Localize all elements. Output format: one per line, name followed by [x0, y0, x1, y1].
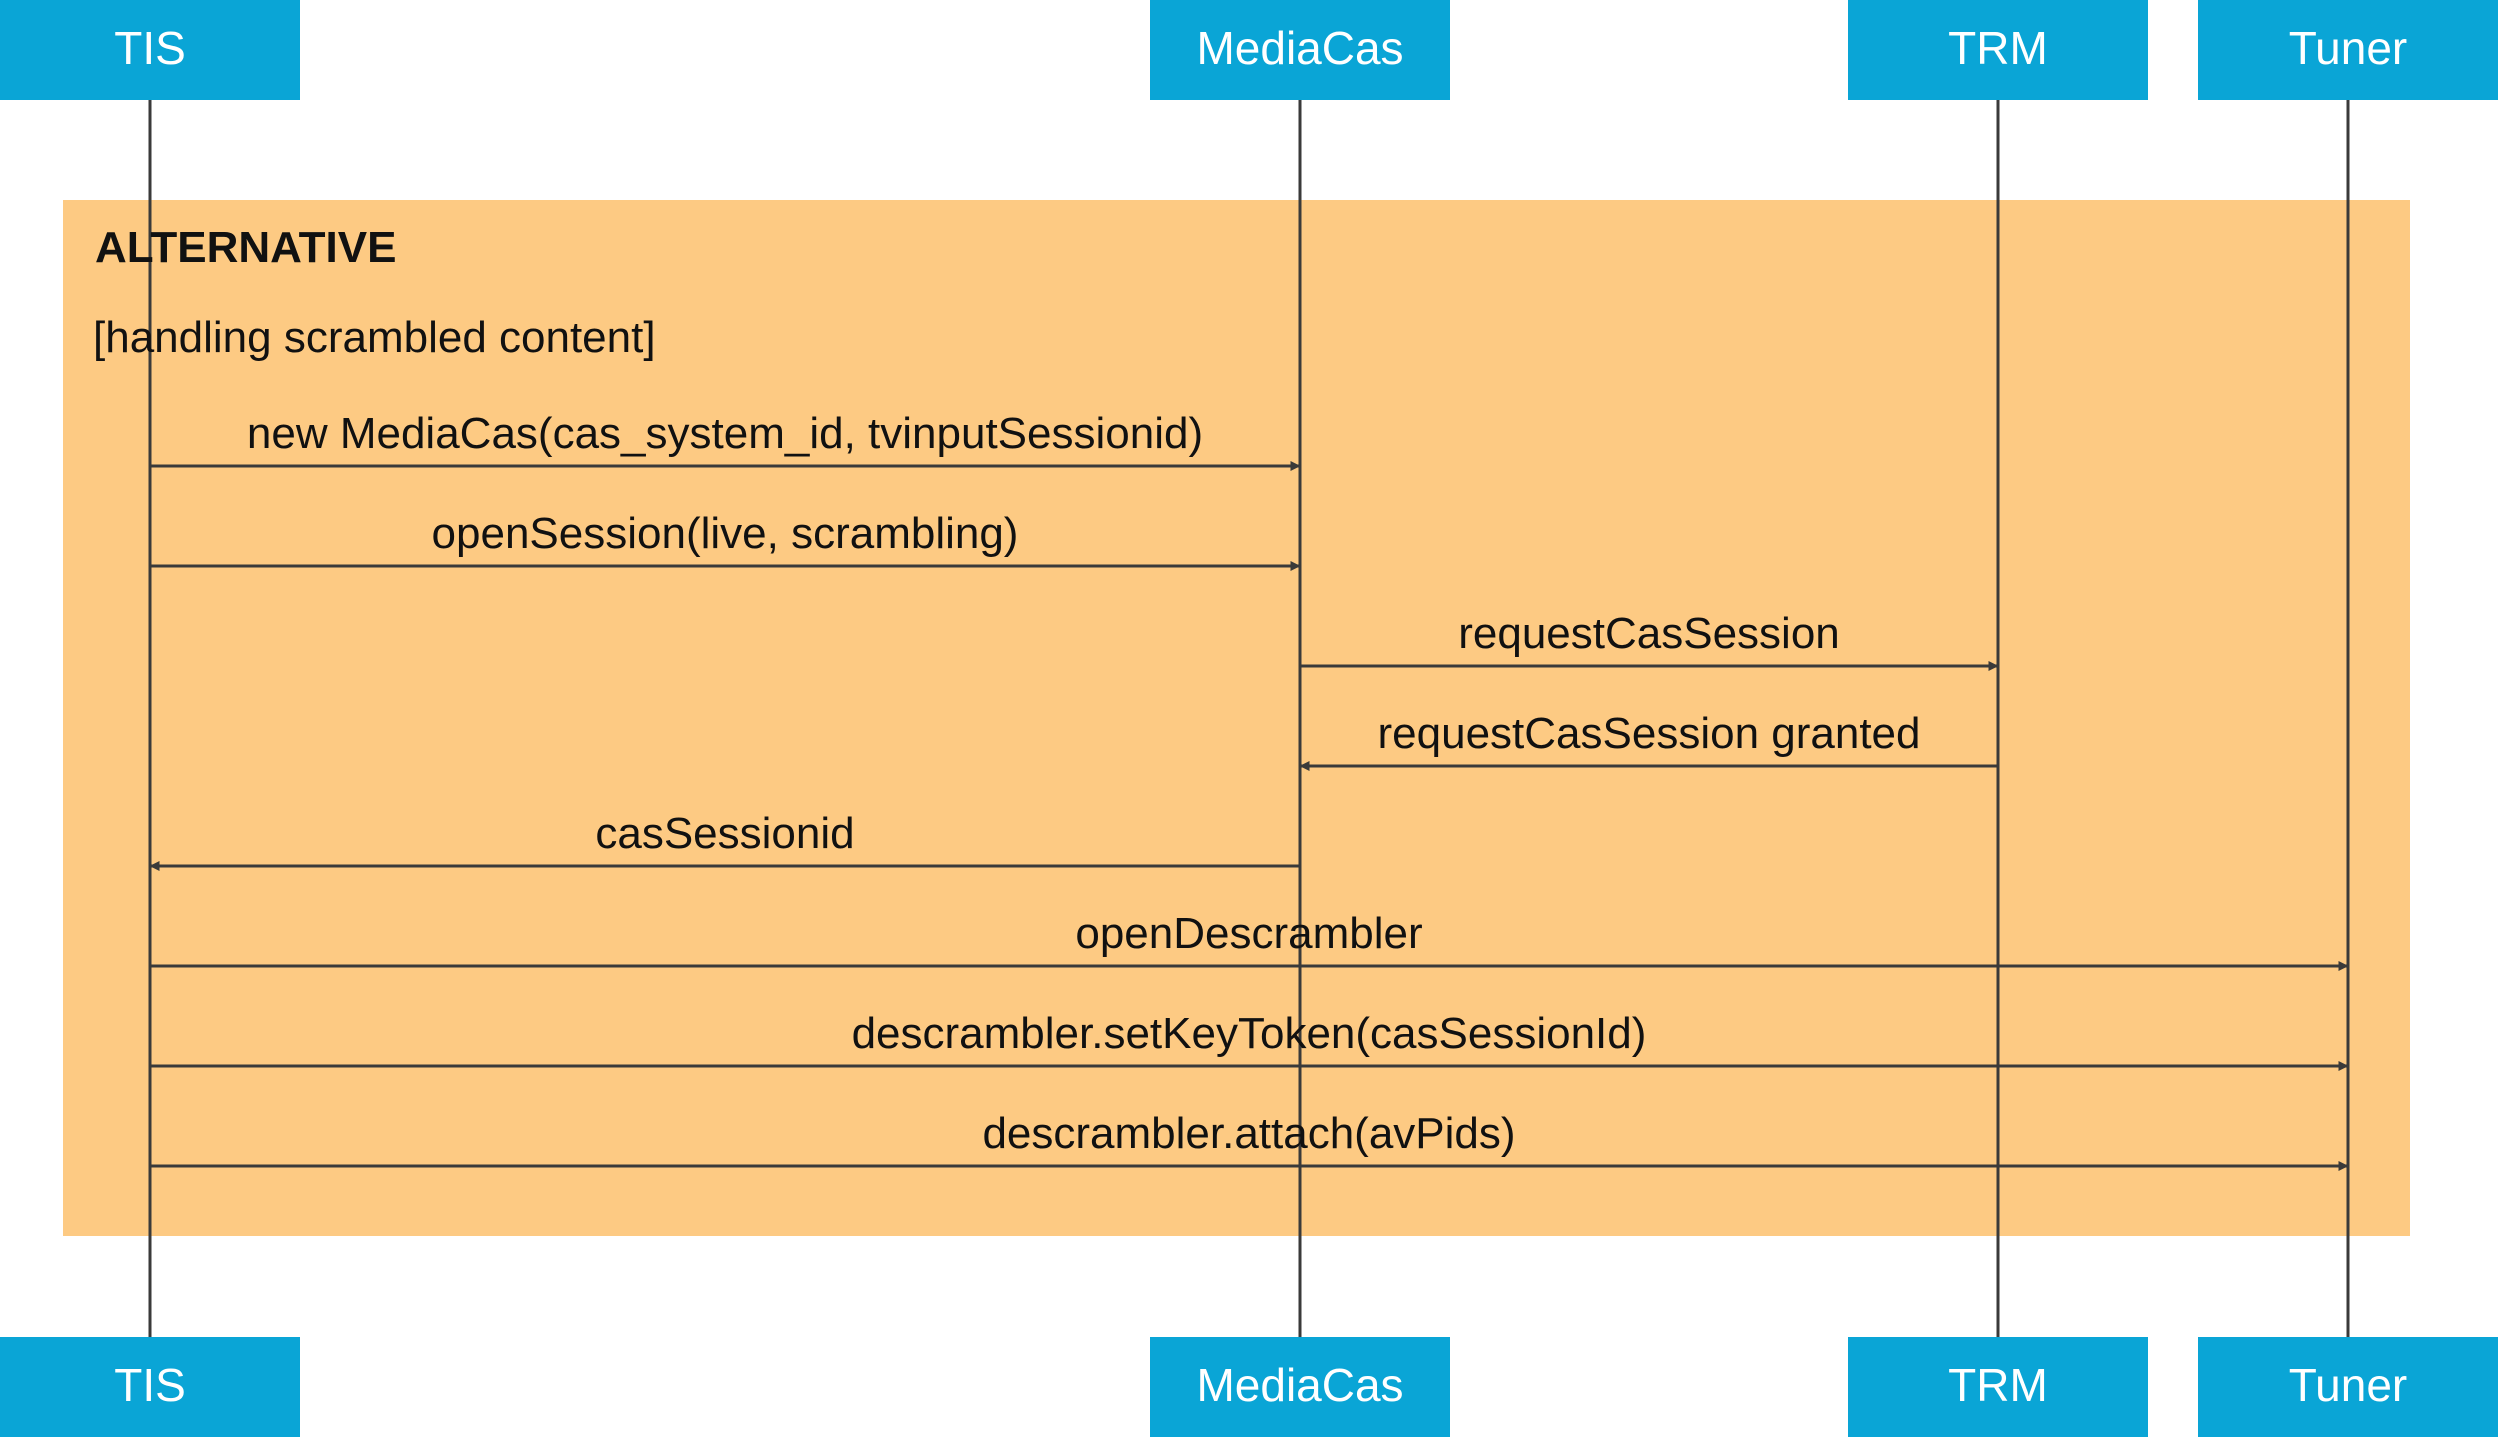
participant-tis-bottom: TIS — [0, 1337, 300, 1437]
message-label: openDescrambler — [1075, 909, 1422, 958]
message-label: descrambler.setKeyToken(casSessionId) — [852, 1009, 1647, 1058]
participant-tis-top: TIS — [0, 0, 300, 100]
message-3: requestCasSession — [1300, 609, 1999, 671]
participant-box — [1848, 1337, 2148, 1437]
message-label: descrambler.attach(avPids) — [982, 1109, 1515, 1158]
participant-label: TIS — [114, 1359, 186, 1411]
participant-label: TRM — [1948, 1359, 2048, 1411]
message-label: casSessionid — [595, 809, 854, 858]
participant-trm-bottom: TRM — [1848, 1337, 2148, 1437]
participant-box — [2198, 1337, 2498, 1437]
participant-label: MediaCas — [1196, 22, 1403, 74]
participant-label: TRM — [1948, 22, 2048, 74]
message-label: openSession(live, scrambling) — [432, 509, 1019, 558]
message-5: casSessionid — [149, 809, 1300, 871]
message-label: requestCasSession granted — [1378, 709, 1921, 758]
participant-label: TIS — [114, 22, 186, 74]
message-label: new MediaCas(cas_system_id, tvinputSessi… — [247, 409, 1203, 458]
participant-label: Tuner — [2289, 1359, 2407, 1411]
participant-box — [0, 0, 300, 100]
participant-mediacas-bottom: MediaCas — [1150, 1337, 1450, 1437]
alternative-fragment — [63, 200, 2410, 1236]
participant-box — [1848, 0, 2148, 100]
participant-label: Tuner — [2289, 22, 2407, 74]
participant-box — [2198, 0, 2498, 100]
message-8: descrambler.attach(avPids) — [150, 1109, 2349, 1171]
fragment-type-label: ALTERNATIVE — [95, 223, 396, 272]
participant-trm-top: TRM — [1848, 0, 2148, 100]
message-4: requestCasSession granted — [1299, 709, 1998, 771]
participant-box — [0, 1337, 300, 1437]
participant-box — [1150, 0, 1450, 100]
message-6: openDescrambler — [150, 909, 2349, 971]
fragment-guard-label: [handling scrambled content] — [93, 313, 656, 362]
participant-tuner-bottom: Tuner — [2198, 1337, 2498, 1437]
participant-box — [1150, 1337, 1450, 1437]
message-7: descrambler.setKeyToken(casSessionId) — [150, 1009, 2349, 1071]
participant-label: MediaCas — [1196, 1359, 1403, 1411]
message-1: new MediaCas(cas_system_id, tvinputSessi… — [150, 409, 1301, 471]
message-2: openSession(live, scrambling) — [150, 509, 1301, 571]
message-label: requestCasSession — [1458, 609, 1840, 658]
participant-mediacas-top: MediaCas — [1150, 0, 1450, 100]
participant-tuner-top: Tuner — [2198, 0, 2498, 100]
